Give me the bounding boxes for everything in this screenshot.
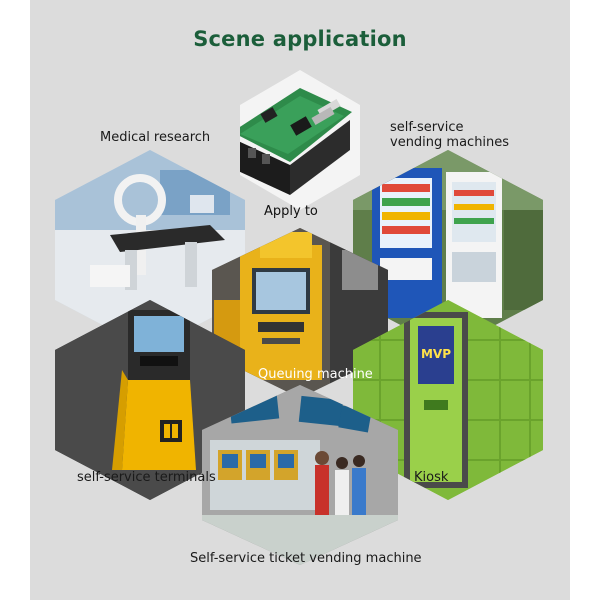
queuing-machine-label: Queuing machine: [258, 367, 373, 382]
vending-machines-label-line1: self-service: [390, 120, 464, 135]
barcode-scanner-module-image: [240, 70, 360, 210]
medical-research-label: Medical research: [100, 130, 211, 145]
kiosk-label: Kiosk: [414, 470, 449, 485]
self-service-terminals-label: self-service terminals: [77, 470, 216, 485]
page-title: Scene application: [193, 27, 407, 51]
ticket-vending-machine-label: Self-service ticket vending machine: [190, 551, 422, 566]
apply-to-label: Apply to: [264, 204, 318, 219]
kiosk-screen-text: MVP: [421, 347, 451, 361]
vending-machines-label-line2: vending machines: [390, 135, 510, 150]
